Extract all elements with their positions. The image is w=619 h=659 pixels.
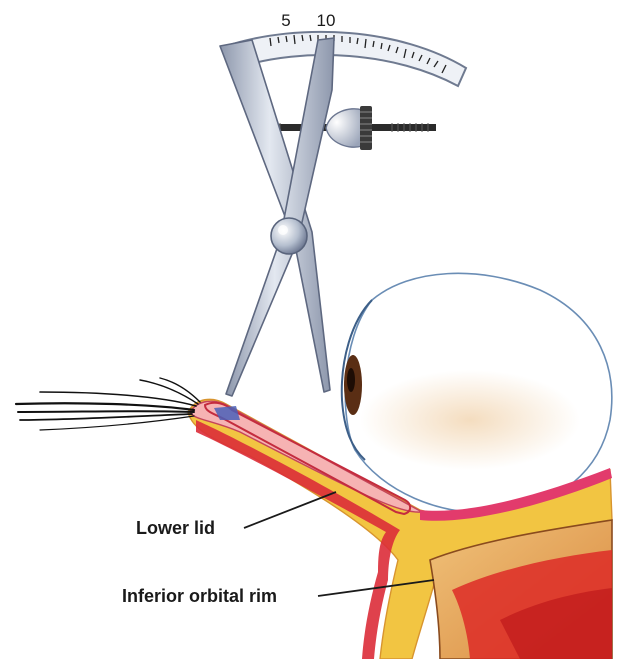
scale-label-10: 10 — [317, 11, 336, 30]
label-inferior-orbital-rim: Inferior orbital rim — [122, 580, 434, 606]
iris-icon — [344, 355, 362, 415]
caliper-pivot-icon — [271, 218, 307, 254]
lower-lid-leader-line — [244, 492, 336, 528]
inferior-orbital-rim-label: Inferior orbital rim — [122, 586, 277, 606]
screw-knob-icon — [326, 109, 362, 147]
eyeball — [342, 273, 612, 512]
eyelashes — [16, 378, 200, 430]
scale-label-5: 5 — [281, 11, 290, 30]
lower-lid-label: Lower lid — [136, 518, 215, 538]
label-lower-lid: Lower lid — [136, 492, 336, 538]
